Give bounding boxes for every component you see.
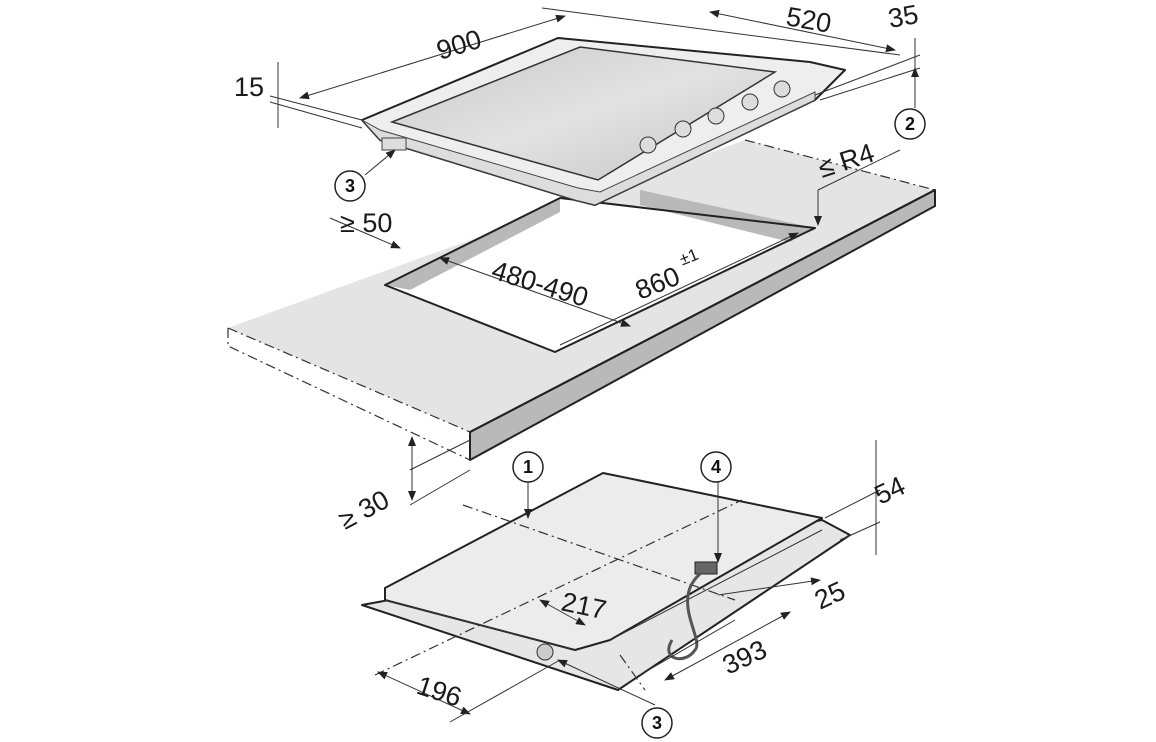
callout-3-top: 3 [334, 170, 366, 202]
dim-196: 196 [413, 670, 465, 712]
gas-connection-icon [536, 643, 554, 661]
dimension-lines [269, 7, 921, 723]
gas-connection-icon [381, 137, 407, 151]
callout-3-bottom: 3 [641, 707, 673, 739]
dim-520: 520 [784, 1, 834, 38]
dim-393: 393 [718, 634, 772, 680]
knob-icon [674, 120, 692, 138]
dim-35: 35 [886, 0, 921, 34]
svg-text:3: 3 [345, 176, 355, 196]
callout-2: 2 [894, 108, 926, 140]
hob-underside-view [361, 472, 851, 691]
control-knobs [639, 80, 791, 154]
svg-text:1: 1 [523, 457, 533, 477]
svg-text:2: 2 [905, 114, 915, 134]
knob-icon [639, 136, 657, 154]
knob-icon [707, 107, 725, 125]
dim-25: 25 [810, 576, 850, 616]
callout-4: 4 [700, 451, 732, 483]
dim-900: 900 [433, 24, 485, 66]
knob-icon [773, 80, 791, 98]
callout-1: 1 [512, 451, 544, 483]
electrical-connector-icon [694, 561, 718, 575]
dim-min-30: ≥ 30 [334, 484, 394, 535]
dim-min-50: ≥ 50 [340, 208, 392, 238]
knob-icon [741, 93, 759, 111]
svg-text:4: 4 [711, 457, 721, 477]
dim-15: 15 [234, 72, 264, 102]
svg-text:3: 3 [652, 713, 662, 733]
